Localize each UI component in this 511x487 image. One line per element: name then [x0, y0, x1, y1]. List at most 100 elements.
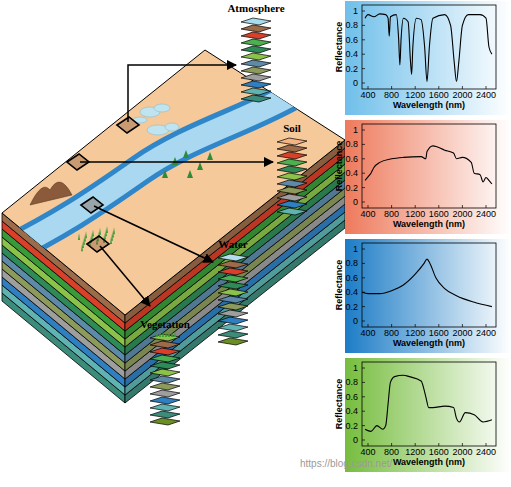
stack-layer — [277, 201, 307, 208]
tick-label: 0.2 — [345, 183, 358, 193]
axis-title: Reflectance — [334, 379, 344, 430]
tick-mark — [362, 130, 365, 131]
tick-mark — [462, 324, 463, 327]
stack-layer — [277, 166, 307, 173]
sample-patch — [81, 197, 103, 213]
tick-mark — [415, 86, 416, 89]
stack-layer — [277, 194, 307, 201]
tick-label: 0 — [353, 197, 358, 207]
tick-mark — [362, 202, 365, 203]
tick-mark — [368, 205, 369, 208]
plot-frame — [362, 124, 496, 208]
tick-label: 1 — [353, 244, 358, 254]
tick-label: 0.6 — [345, 273, 358, 283]
tick-mark — [362, 83, 365, 84]
tick-mark — [362, 54, 365, 55]
stack-layer — [218, 296, 248, 303]
tick-label: 2400 — [476, 209, 496, 219]
stack-layer — [277, 138, 307, 145]
axis-title: Wavelength (nm) — [393, 338, 465, 348]
tick-mark — [362, 306, 365, 307]
stack-layer — [150, 390, 180, 397]
stack-label: Water — [213, 238, 253, 251]
tick-label: 2000 — [452, 447, 472, 457]
grass — [81, 244, 83, 251]
tick-mark — [486, 443, 487, 446]
tick-mark — [438, 324, 439, 327]
stack-layer — [277, 180, 307, 187]
tick-label: 2000 — [452, 90, 472, 100]
tick-label: 0.4 — [345, 168, 358, 178]
tick-label: 0.8 — [345, 20, 358, 30]
tick-label: 0.2 — [345, 302, 358, 312]
tick-mark — [362, 411, 365, 412]
tick-mark — [391, 443, 392, 446]
tick-mark — [415, 443, 416, 446]
stack-layer — [150, 369, 180, 376]
tick-label: 1600 — [429, 209, 449, 219]
tick-mark — [391, 205, 392, 208]
tick-mark — [415, 205, 416, 208]
grass — [174, 331, 176, 337]
zoom-arrow — [128, 65, 236, 122]
tick-label: 2000 — [452, 209, 472, 219]
axis-title: Wavelength (nm) — [393, 457, 465, 467]
stack-layers — [239, 15, 273, 109]
axis-title: Wavelength (nm) — [393, 100, 465, 110]
tick-mark — [368, 443, 369, 446]
tick-mark — [362, 425, 365, 426]
tick-label: 800 — [384, 447, 399, 457]
axis-title: Reflectance — [334, 22, 344, 73]
stack-layer — [277, 187, 307, 194]
stack-layers — [148, 331, 182, 432]
tick-label: 1200 — [405, 447, 425, 457]
tick-label: 1 — [353, 125, 358, 135]
chart-background — [345, 239, 511, 353]
stack-label: Vegetation — [138, 318, 192, 331]
stack-layer — [218, 303, 248, 310]
tick-mark — [362, 11, 365, 12]
tick-label: 1 — [353, 6, 358, 16]
tick-mark — [362, 382, 365, 383]
stack-layer — [277, 159, 307, 166]
stack-layer — [277, 145, 307, 152]
tick-label: 800 — [384, 328, 399, 338]
tick-label: 0.8 — [345, 139, 358, 149]
tick-label: 1200 — [405, 328, 425, 338]
axis-title: Reflectance — [334, 141, 344, 192]
layer-stack: Water — [213, 238, 253, 352]
zoom-arrow — [100, 246, 150, 306]
tick-mark — [362, 321, 365, 322]
tree — [172, 157, 178, 165]
data-cube — [0, 50, 345, 403]
stack-layer — [218, 310, 248, 317]
tick-mark — [462, 86, 463, 89]
stack-layer — [218, 289, 248, 296]
tick-mark — [362, 396, 365, 397]
reflectance-curve — [365, 375, 492, 431]
layer-stack: Vegetation — [138, 318, 192, 432]
tick-label: 0.6 — [345, 392, 358, 402]
tick-mark — [438, 86, 439, 89]
tree — [183, 150, 189, 158]
tick-mark — [362, 158, 365, 159]
stack-layer — [150, 404, 180, 411]
tick-mark — [362, 277, 365, 278]
tick-label: 400 — [360, 328, 375, 338]
stack-layer — [241, 74, 271, 81]
tree — [197, 162, 203, 170]
stack-layer — [150, 341, 180, 348]
tick-label: 1600 — [429, 90, 449, 100]
tick-label: 0.8 — [345, 258, 358, 268]
stack-layers — [275, 135, 309, 222]
reflectance-curve — [362, 259, 492, 307]
stack-layer — [218, 275, 248, 282]
tick-mark — [462, 443, 463, 446]
tick-label: 1200 — [405, 90, 425, 100]
tick-mark — [486, 324, 487, 327]
tick-mark — [391, 86, 392, 89]
grass — [162, 331, 164, 337]
tick-label: 400 — [360, 447, 375, 457]
stack-layer — [150, 418, 180, 425]
tick-label: 0.2 — [345, 421, 358, 431]
